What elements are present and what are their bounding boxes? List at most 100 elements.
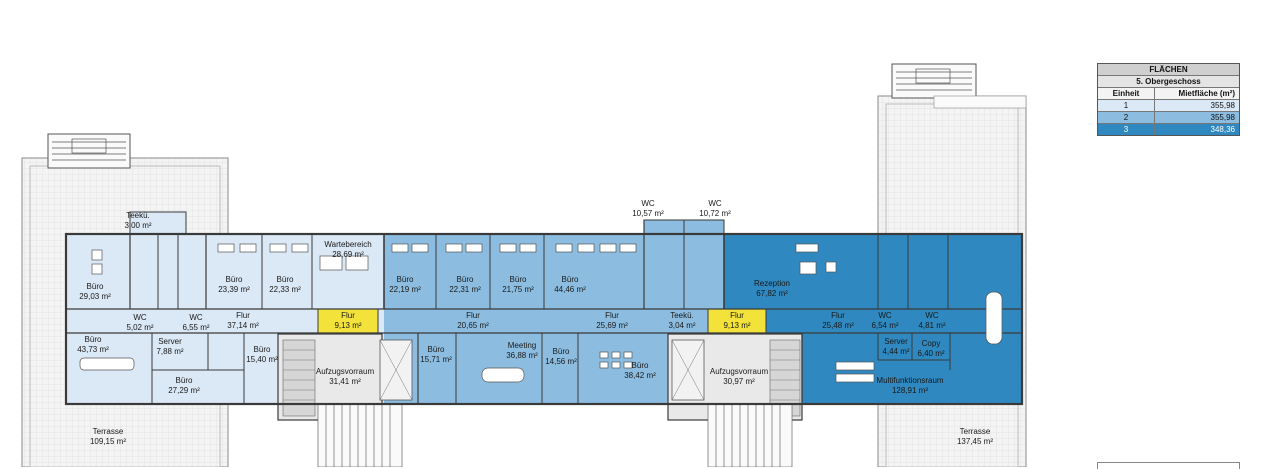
legend-title: FLÄCHEN: [1098, 64, 1239, 75]
legend-row: 3 348,36: [1098, 123, 1239, 135]
room-buero-w4-area: 43,73 m²: [77, 345, 109, 354]
stair-west: [317, 403, 403, 467]
room-wc-5-name: WC: [878, 311, 892, 320]
room-buero-w5-name: Büro: [254, 345, 271, 354]
room-flur-yellow-w-name: Flur: [341, 311, 355, 320]
room-buero-m1-name: Büro: [397, 275, 414, 284]
secondary-table-edge: [1097, 462, 1240, 469]
room-multifunktionsraum-area: 128,91 m²: [892, 386, 928, 395]
room-rezeption-name: Rezeption: [754, 279, 790, 288]
room-buero-w3-name: Büro: [277, 275, 294, 284]
room-teekueche-m-area: 3,04 m²: [668, 321, 695, 330]
room-wc-2-area: 6,55 m²: [182, 323, 209, 332]
room-aufzugsvorraum-w-name: Aufzugsvorraum: [316, 367, 375, 376]
room-buero-w2-area: 23,39 m²: [218, 285, 250, 294]
stair-east: [707, 403, 793, 467]
room-wartebereich-name: Wartebereich: [324, 240, 371, 249]
legend-row: 1 355,98: [1098, 99, 1239, 111]
room-wc-3-name: WC: [641, 199, 655, 208]
room-terrasse-w-area: 109,15 m²: [90, 437, 126, 446]
room-rezeption-area: 67,82 m²: [756, 289, 788, 298]
room-meeting-name: Meeting: [508, 341, 536, 350]
room-buero-w3-area: 22,33 m²: [269, 285, 301, 294]
room-flur-m1-area: 20,65 m²: [457, 321, 489, 330]
area-legend-table: FLÄCHEN 5. Obergeschoss Einheit Mietfläc…: [1097, 63, 1240, 136]
room-copy-area: 6,40 m²: [917, 349, 944, 358]
legend-title-text: FLÄCHEN: [1149, 65, 1188, 74]
room-buero-m3-area: 21,75 m²: [502, 285, 534, 294]
furniture: [79, 243, 1003, 383]
room-wc-2-name: WC: [189, 313, 203, 322]
room-buero-m4-area: 44,46 m²: [554, 285, 586, 294]
room-buero-m4-name: Büro: [562, 275, 579, 284]
legend-floor-text: 5. Obergeschoss: [1136, 77, 1201, 86]
legend-area-cell: 355,98: [1210, 113, 1235, 122]
room-teekueche-w-area: 3,00 m²: [124, 221, 151, 230]
room-terrasse-w-name: Terrasse: [93, 427, 124, 436]
room-server-w-name: Server: [158, 337, 182, 346]
legend-row: 2 355,98: [1098, 111, 1239, 123]
legend-unit-cell: 3: [1098, 124, 1155, 135]
legend-area-cell: 348,36: [1210, 125, 1235, 134]
room-flur-m2-name: Flur: [605, 311, 619, 320]
room-aufzugsvorraum-w-area: 31,41 m²: [329, 377, 361, 386]
room-copy-name: Copy: [922, 339, 941, 348]
room-buero-m1-area: 22,19 m²: [389, 285, 421, 294]
legend-floor: 5. Obergeschoss: [1098, 75, 1239, 87]
room-flur-e-area: 25,48 m²: [822, 321, 854, 330]
room-buero-w2-name: Büro: [226, 275, 243, 284]
room-wartebereich-area: 28,69 m²: [332, 250, 364, 259]
room-buero-m3-name: Büro: [510, 275, 527, 284]
room-buero-w1-area: 29,03 m²: [79, 292, 111, 301]
legend-col-unit: Einheit: [1098, 88, 1155, 99]
corridor-highlight-west: [317, 308, 379, 334]
room-buero-m7-name: Büro: [632, 361, 649, 370]
room-buero-m5-name: Büro: [428, 345, 445, 354]
room-flur-yellow-e-area: 9,13 m²: [723, 321, 750, 330]
room-buero-m6-name: Büro: [553, 347, 570, 356]
room-flur-yellow-w-area: 9,13 m²: [334, 321, 361, 330]
room-buero-m2-name: Büro: [457, 275, 474, 284]
room-wc-6-area: 4,81 m²: [918, 321, 945, 330]
room-wc-1-area: 5,02 m²: [126, 323, 153, 332]
room-buero-m7-area: 38,42 m²: [624, 371, 656, 380]
room-server-w-area: 7,88 m²: [156, 347, 183, 356]
corridor-highlight-east: [707, 308, 767, 334]
room-teekueche-w-name: Teekü.: [126, 211, 150, 220]
room-wc-4-name: WC: [708, 199, 722, 208]
unit-2-zone: [384, 220, 724, 404]
room-buero-w6-area: 27,29 m²: [168, 386, 200, 395]
room-wc-6-name: WC: [925, 311, 939, 320]
room-buero-m2-area: 22,31 m²: [449, 285, 481, 294]
legend-unit-cell: 1: [1098, 100, 1155, 111]
room-flur-w-area: 37,14 m²: [227, 321, 259, 330]
room-flur-m2-area: 25,69 m²: [596, 321, 628, 330]
room-labels: Teekü. 3,00 m² Büro 29,03 m² WC 5,02 m² …: [77, 199, 993, 446]
legend-header-row: Einheit Mietfläche (m²): [1098, 87, 1239, 99]
room-wc-4-area: 10,72 m²: [699, 209, 731, 218]
room-terrasse-e-name: Terrasse: [960, 427, 991, 436]
room-teekueche-m-name: Teekü.: [670, 311, 694, 320]
walls: [64, 211, 1024, 406]
room-flur-yellow-e-name: Flur: [730, 311, 744, 320]
room-server-e-area: 4,44 m²: [882, 347, 909, 356]
room-wc-5-area: 6,54 m²: [871, 321, 898, 330]
room-meeting-area: 36,88 m²: [506, 351, 538, 360]
legend-area-cell: 355,98: [1210, 101, 1235, 110]
room-buero-m6-area: 14,56 m²: [545, 357, 577, 366]
room-aufzugsvorraum-e-area: 30,97 m²: [723, 377, 755, 386]
room-flur-m1-name: Flur: [466, 311, 480, 320]
room-buero-w6-name: Büro: [176, 376, 193, 385]
room-buero-m5-area: 15,71 m²: [420, 355, 452, 364]
room-flur-e-name: Flur: [831, 311, 845, 320]
room-wc-1-name: WC: [133, 313, 147, 322]
room-buero-w5-area: 15,40 m²: [246, 355, 278, 364]
room-aufzugsvorraum-e-name: Aufzugsvorraum: [710, 367, 769, 376]
room-terrasse-e-area: 137,45 m²: [957, 437, 993, 446]
room-buero-w1-name: Büro: [87, 282, 104, 291]
room-flur-w-name: Flur: [236, 311, 250, 320]
room-buero-w4-name: Büro: [85, 335, 102, 344]
room-server-e-name: Server: [884, 337, 908, 346]
room-wc-3-area: 10,57 m²: [632, 209, 664, 218]
